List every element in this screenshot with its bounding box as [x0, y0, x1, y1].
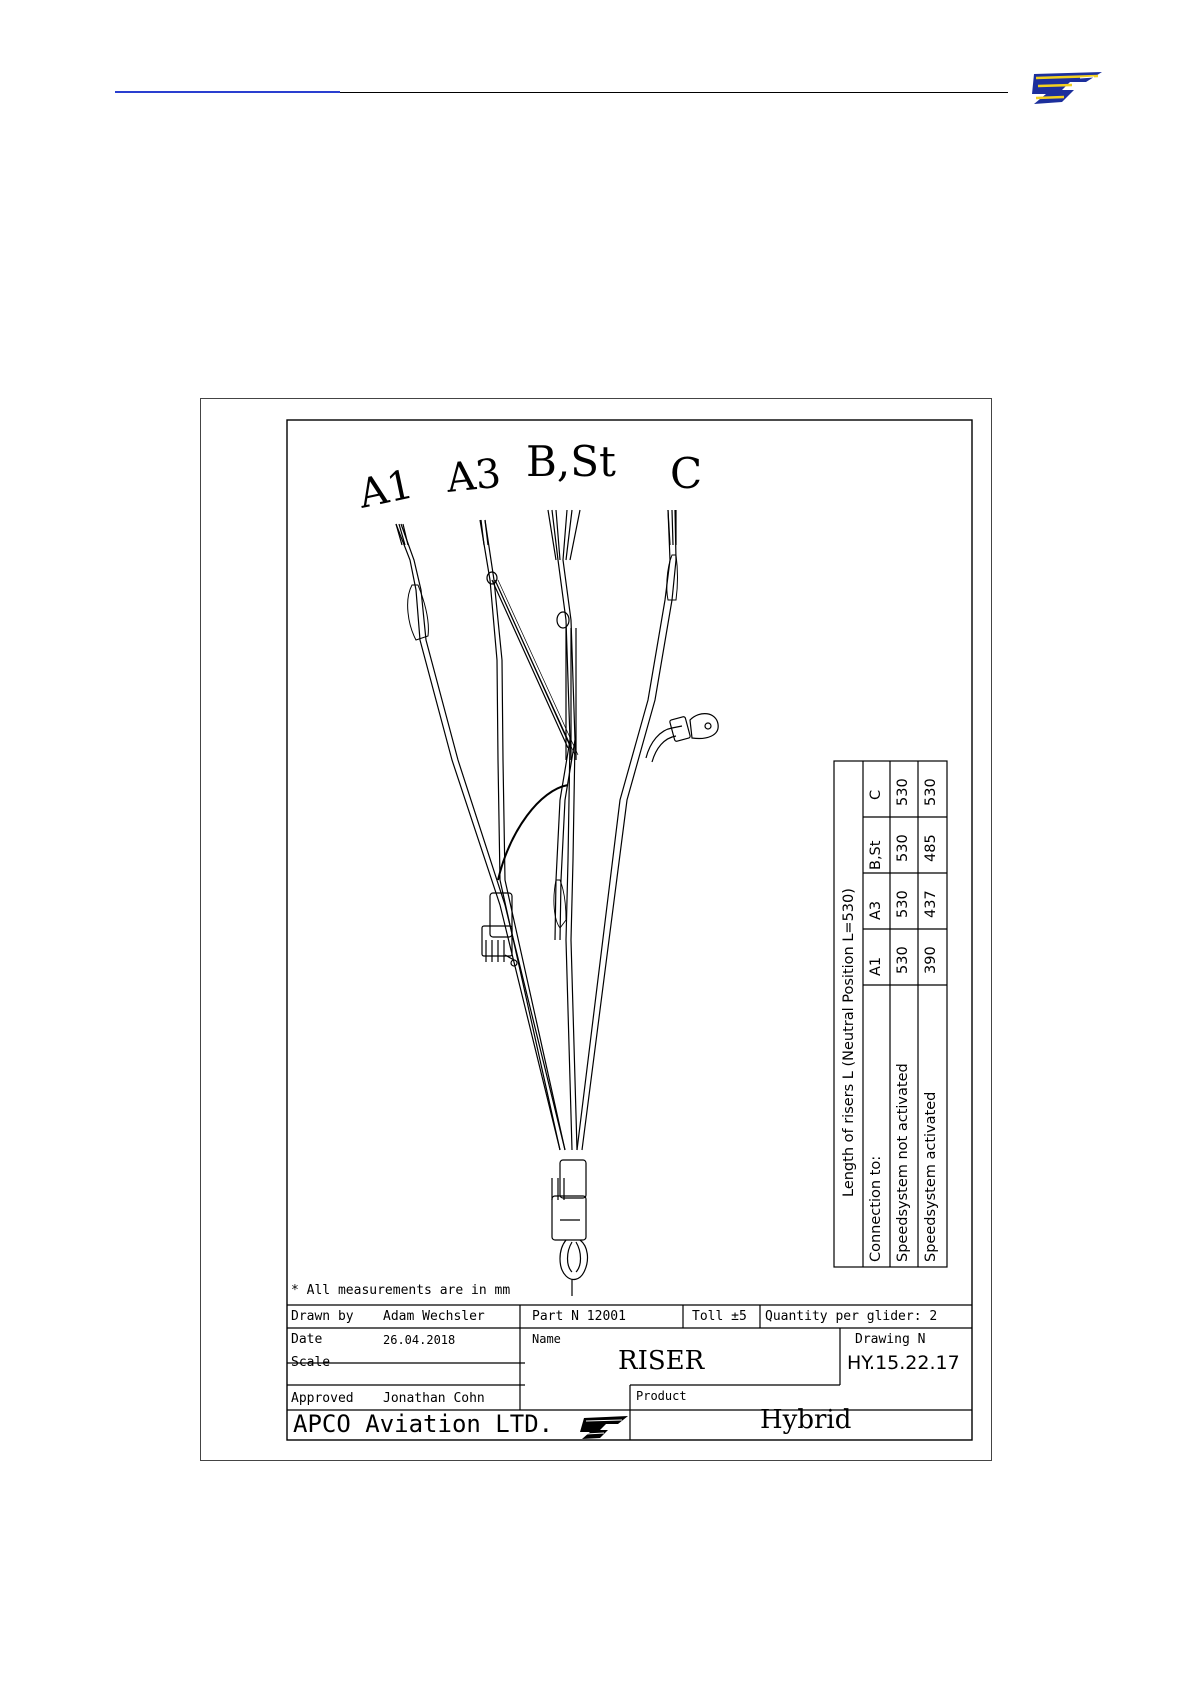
header-rule-accent	[115, 91, 340, 93]
name-label: Name	[532, 1332, 561, 1346]
riser-label-c: C	[670, 449, 702, 498]
drawing-number-value: HY.15.22.17	[847, 1352, 960, 1374]
title-block-logo-icon	[580, 1416, 628, 1439]
col-header-b-st: B,St	[868, 840, 884, 870]
product-label: Product	[636, 1389, 687, 1403]
quantity-per-glider: Quantity per glider: 2	[765, 1309, 938, 1324]
riser-table-title: Length of risers L (Neutral Position L=5…	[841, 888, 857, 1197]
cell-activated-b-st: 485	[923, 834, 939, 862]
scale-label: Scale	[291, 1355, 331, 1370]
drawn-by-value: Adam Wechsler	[383, 1309, 485, 1324]
cell-not-activated-b-st: 530	[895, 834, 911, 862]
company-name: APCO Aviation LTD.	[293, 1410, 554, 1438]
cell-activated-a1: 390	[923, 946, 939, 974]
title-block-grid	[287, 1304, 972, 1440]
row-label-activated: Speedsystem activated	[923, 1091, 939, 1262]
part-name: RISER	[618, 1346, 705, 1376]
cell-activated-c: 530	[923, 778, 939, 806]
cell-not-activated-a1: 530	[895, 946, 911, 974]
drawing-outer-frame	[200, 398, 992, 1461]
col-header-a3: A3	[868, 900, 884, 920]
riser-label-b-st: B,St	[526, 437, 616, 486]
cell-not-activated-c: 530	[895, 778, 911, 806]
riser-label-a1: A1	[354, 461, 418, 518]
approved-label: Approved	[291, 1391, 354, 1406]
date-value: 26.04.2018	[383, 1333, 456, 1347]
date-label: Date	[291, 1332, 323, 1347]
drawing-number-label: Drawing N	[855, 1332, 926, 1347]
cell-activated-a3: 437	[923, 890, 939, 918]
riser-diagram	[395, 509, 719, 1296]
riser-table-grid	[833, 760, 948, 1268]
apco-wing-logo-icon	[1032, 72, 1102, 104]
row-label-connection: Connection to:	[868, 1155, 884, 1262]
tolerance: Toll ±5	[692, 1309, 747, 1324]
drawn-by-label: Drawn by	[291, 1309, 354, 1324]
approved-value: Jonathan Cohn	[383, 1391, 485, 1406]
cell-not-activated-a3: 530	[895, 890, 911, 918]
header-rule	[340, 92, 1008, 93]
row-label-not-activated: Speedsystem not activated	[895, 1063, 911, 1262]
measurement-note: * All measurements are in mm	[291, 1283, 511, 1298]
product-name: Hybrid	[760, 1405, 852, 1435]
col-header-c: C	[868, 789, 884, 800]
part-number: Part N 12001	[532, 1309, 626, 1324]
riser-label-a3: A3	[443, 451, 503, 503]
col-header-a1: A1	[868, 956, 884, 976]
